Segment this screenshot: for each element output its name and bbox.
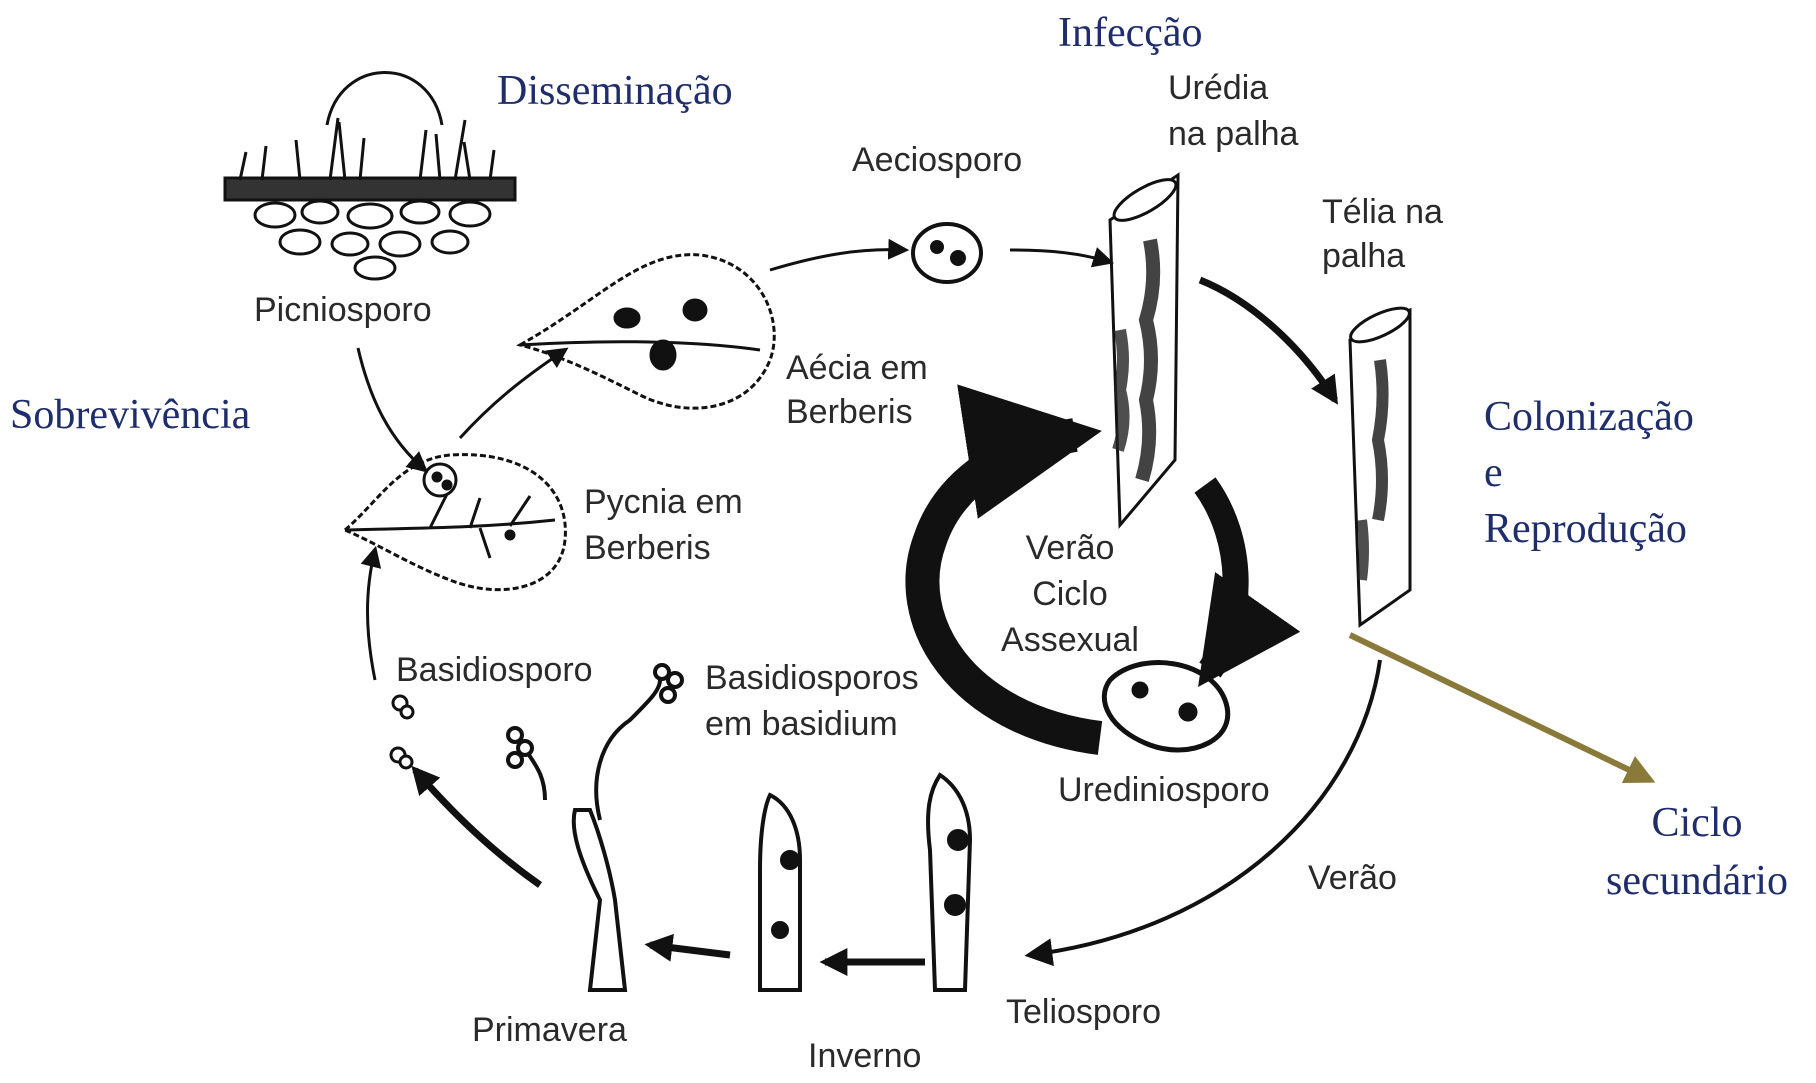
aecia-leaf-illustration (520, 255, 774, 409)
stage-survival: Sobrevivência (10, 390, 250, 440)
label-pycnia-2: Berberis (584, 528, 711, 568)
label-teliosporo: Teliosporo (1006, 992, 1161, 1032)
pycnia-leaf-illustration (345, 455, 565, 590)
label-basidiosporos-1: Basidiosporos (705, 658, 919, 698)
label-summer-3: Assexual (980, 620, 1160, 660)
label-summer-1: Verão (980, 528, 1160, 568)
label-verao: Verão (1308, 858, 1397, 898)
label-basidiosporo: Basidiosporo (396, 650, 593, 690)
label-basidiosporos-2: em basidium (705, 704, 898, 744)
label-inverno: Inverno (808, 1036, 921, 1076)
secondary-cycle-arrow (1350, 635, 1650, 780)
stage-colonization-3: Reprodução (1484, 504, 1687, 554)
label-telia-2: palha (1322, 236, 1405, 276)
label-telia-1: Télia na (1322, 192, 1443, 232)
aeciospore-illustration (913, 224, 981, 282)
urediniospore-illustration (1104, 663, 1227, 750)
telia-straw-illustration (1346, 302, 1413, 625)
stage-secondary-1: Ciclo (1578, 798, 1816, 848)
label-aeciosporo: Aeciosporo (852, 140, 1022, 180)
picniosporo-soil-illustration (225, 73, 515, 280)
stage-colonization-2: e (1484, 448, 1503, 498)
basidium-illustration (508, 665, 682, 990)
label-urediniosporo: Urediniosporo (1058, 770, 1270, 810)
label-aecia-1: Aécia em (786, 348, 928, 388)
label-uredia-1: Urédia (1168, 68, 1268, 108)
label-aecia-2: Berberis (786, 392, 913, 432)
stage-infection: Infecção (1058, 8, 1203, 58)
stage-colonization-1: Colonização (1484, 392, 1694, 442)
uredia-straw-illustration (1109, 172, 1182, 525)
stage-secondary-2: secundário (1578, 856, 1816, 906)
label-summer-2: Ciclo (980, 574, 1160, 614)
stage-dissemination: Disseminação (497, 66, 733, 116)
label-uredia-2: na palha (1168, 114, 1298, 154)
basidiospore-illustration (391, 696, 413, 768)
label-primavera: Primavera (472, 1010, 627, 1050)
teliospore-illustrations (760, 775, 970, 990)
label-picniosporo: Picniosporo (254, 290, 432, 330)
label-pycnia-1: Pycnia em (584, 482, 743, 522)
